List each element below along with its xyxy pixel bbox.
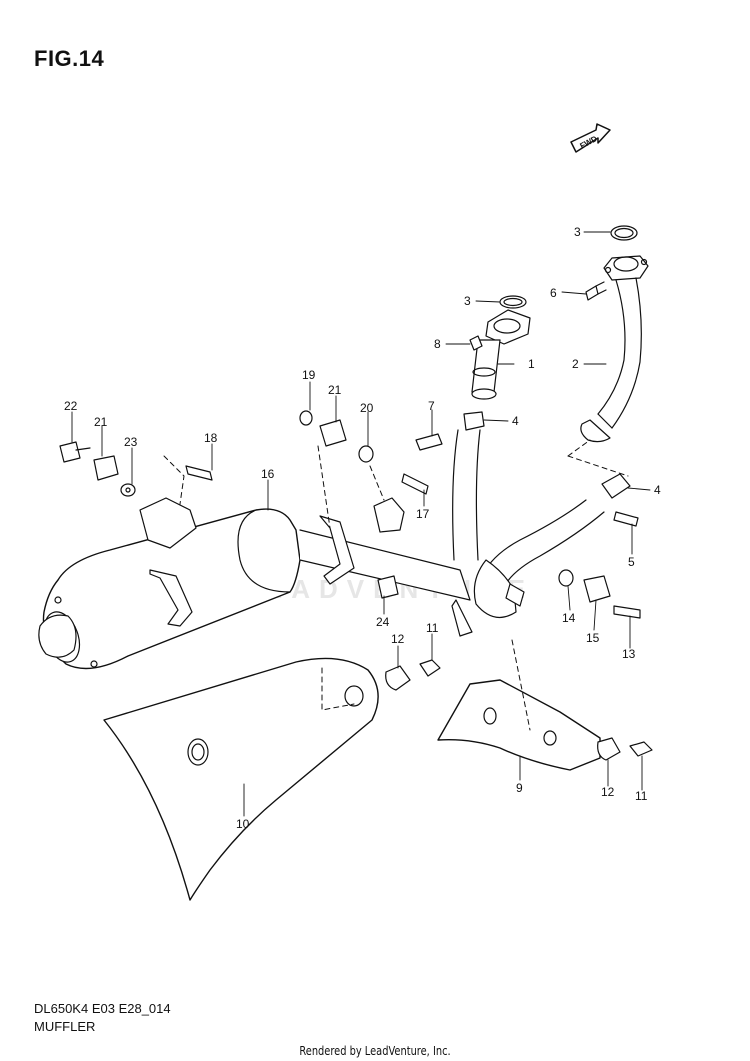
exhaust-pipe-front <box>471 309 531 400</box>
bolt-5 <box>613 511 639 527</box>
damper-15 <box>583 575 611 603</box>
flange-bolt <box>469 335 483 351</box>
callout-12-upper: 12 <box>391 632 405 646</box>
bolt-13 <box>613 605 641 619</box>
collar-24 <box>377 575 399 599</box>
section-name: MUFFLER <box>34 1019 96 1034</box>
callout-3-lower: 3 <box>464 294 471 308</box>
callout-15: 15 <box>586 631 600 645</box>
callout-9: 9 <box>516 781 523 795</box>
callout-21-right: 21 <box>328 383 342 397</box>
callout-20: 20 <box>360 401 374 415</box>
exhaust-pipe-rear <box>580 255 649 443</box>
heat-cover-large <box>103 657 379 901</box>
bolt-18 <box>185 465 213 481</box>
bolt-7 <box>415 433 443 451</box>
rendered-by-footer: Rendered by LeadVenture, Inc. <box>299 1044 451 1058</box>
callout-19: 19 <box>302 368 316 382</box>
stud-bolt <box>585 281 607 301</box>
callout-10: 10 <box>236 817 250 831</box>
callout-18: 18 <box>204 431 218 445</box>
heat-cover-small <box>437 679 601 771</box>
callout-23: 23 <box>124 435 138 449</box>
sleeve-rear <box>601 473 631 499</box>
callout-11-upper: 11 <box>426 621 439 635</box>
washer-20 <box>358 445 374 463</box>
damper-21-left <box>93 455 119 481</box>
callout-24: 24 <box>376 615 390 629</box>
mount-bracket <box>139 497 197 549</box>
callout-7: 7 <box>428 399 435 413</box>
washer-19 <box>299 410 313 426</box>
bolt-11-lower <box>629 741 653 757</box>
callout-4-right: 4 <box>654 483 661 497</box>
sleeve-front <box>463 411 485 431</box>
callout-numbers: 1 2 3 3 4 4 5 6 7 8 9 10 11 11 12 12 13 … <box>64 225 661 831</box>
callout-2: 2 <box>572 357 579 371</box>
washer-23 <box>120 483 136 497</box>
callout-13: 13 <box>622 647 636 661</box>
callout-22: 22 <box>64 399 78 413</box>
connector-pipe <box>451 429 605 637</box>
callout-21-left: 21 <box>94 415 108 429</box>
fwd-arrow-icon: FWD <box>570 123 611 153</box>
bolt-22 <box>59 441 81 463</box>
damper-12-upper <box>385 665 411 691</box>
callout-16: 16 <box>261 467 275 481</box>
callout-5: 5 <box>628 555 635 569</box>
assembly-lines <box>163 439 629 731</box>
gasket-top <box>610 225 638 241</box>
leader-lines <box>71 231 651 817</box>
model-code: DL650K4 E03 E28_014 <box>34 1001 171 1016</box>
callout-14: 14 <box>562 611 576 625</box>
damper-21-right <box>319 419 347 447</box>
callout-8: 8 <box>434 337 441 351</box>
callout-12-lower: 12 <box>601 785 615 799</box>
callout-3-upper: 3 <box>574 225 581 239</box>
callout-17: 17 <box>416 507 430 521</box>
bolt-11-upper <box>419 659 441 677</box>
damper-12-lower <box>597 737 621 761</box>
callout-1: 1 <box>528 357 535 371</box>
callout-11-lower: 11 <box>635 789 648 803</box>
callout-6: 6 <box>550 286 557 300</box>
bolt-17 <box>401 473 429 495</box>
washer-14 <box>558 569 574 587</box>
muffler-body <box>38 508 471 670</box>
callout-4-left: 4 <box>512 414 519 428</box>
figure-title: FIG.14 <box>34 46 105 71</box>
